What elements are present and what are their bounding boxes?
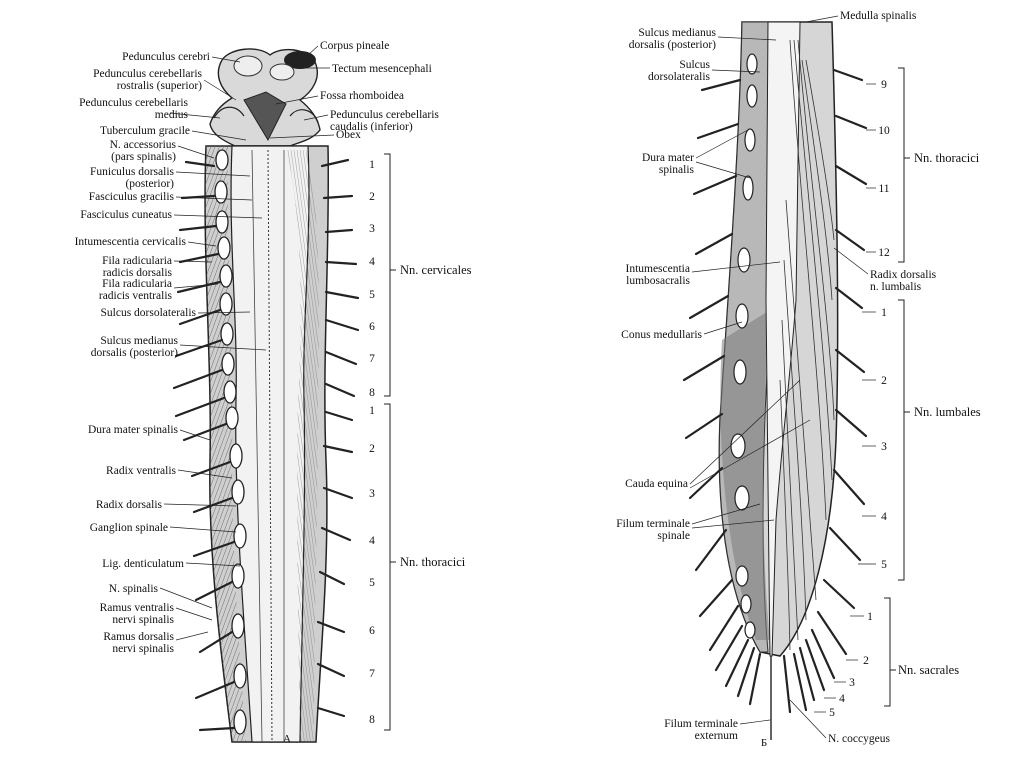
label-lig-denticulatum: Lig. denticulatum bbox=[102, 558, 184, 570]
label-sulcus-medianus-b-line2: dorsalis (posterior) bbox=[629, 39, 716, 51]
segment-braces bbox=[384, 67, 910, 731]
group-nn-thoracici-b: Nn. thoracici bbox=[914, 151, 980, 165]
label-n-coccygeus: N. coccygeus bbox=[828, 733, 890, 745]
label-funiculus-dorsalis-line2: (posterior) bbox=[125, 178, 174, 190]
label-sulcus-dorsolateralis-b-line2: dorsolateralis bbox=[648, 71, 710, 83]
label-fila-radicularia-dorsalis-line2: radicis dorsalis bbox=[103, 267, 173, 279]
label-dura-mater-b-line2: spinalis bbox=[659, 164, 695, 176]
cervical-number-4: 4 bbox=[369, 256, 375, 268]
label-fila-radicularia-dorsalis: Fila radicularia bbox=[102, 255, 172, 267]
label-tuberculum-gracile: Tuberculum gracile bbox=[100, 125, 190, 137]
label-sulcus-medianus-a: Sulcus medianus bbox=[100, 335, 178, 347]
label-sulcus-medianus-a-line2: dorsalis (posterior) bbox=[91, 347, 178, 359]
label-conus-medullaris: Conus medullaris bbox=[621, 329, 702, 341]
label-ramus-dorsalis: Ramus dorsalis bbox=[103, 631, 174, 643]
label-dura-mater-b: Dura mater bbox=[642, 152, 694, 164]
thoracic-number-7: 7 bbox=[369, 668, 375, 680]
label-fossa-rhomboidea: Fossa rhomboidea bbox=[320, 90, 404, 102]
cervical-number-5: 5 bbox=[369, 289, 375, 301]
panel-a-illustration bbox=[172, 48, 360, 743]
label-radix-dorsalis-lumbalis: Radix dorsalis bbox=[870, 269, 937, 281]
label-sulcus-medianus-b: Sulcus medianus bbox=[638, 27, 716, 39]
label-funiculus-dorsalis: Funiculus dorsalis bbox=[90, 166, 175, 178]
lumbar-number-5: 5 bbox=[881, 559, 887, 571]
label-tectum-mesencephali: Tectum mesencephali bbox=[332, 63, 432, 75]
label-pedunculus-cerebellaris-medius: Pedunculus cerebellaris bbox=[79, 97, 188, 109]
label-pedunculus-cerebri: Pedunculus cerebri bbox=[122, 51, 210, 63]
thoracic-number-4: 4 bbox=[369, 535, 375, 547]
thoracic-number-3: 3 bbox=[369, 488, 375, 500]
cervical-number-1: 1 bbox=[369, 159, 375, 171]
b-thoracic-number-11: 11 bbox=[878, 183, 889, 195]
cervical-number-7: 7 bbox=[369, 353, 375, 365]
cervical-number-6: 6 bbox=[369, 321, 375, 333]
panel-b-illustration bbox=[682, 21, 868, 740]
label-intumescentia-lumbosacralis: Intumescentia bbox=[625, 263, 690, 275]
label-ramus-ventralis-line2: nervi spinalis bbox=[112, 614, 174, 626]
panel-letter-b: Б bbox=[761, 737, 767, 749]
label-filum-terminale-externum: Filum terminale bbox=[664, 718, 738, 730]
group-nn-thoracici-a: Nn. thoracici bbox=[400, 555, 466, 569]
label-filum-terminale-externum-line2: externum bbox=[695, 730, 738, 742]
label-fila-radicularia-ventralis: Fila radicularia bbox=[102, 278, 172, 290]
label-radix-dorsalis-lumbalis-line2: n. lumbalis bbox=[870, 281, 922, 293]
label-pedunculus-cerebellaris-rostralis-line2: rostralis (superior) bbox=[117, 80, 202, 92]
cervical-number-2: 2 bbox=[369, 191, 375, 203]
cervical-number-3: 3 bbox=[369, 223, 375, 235]
thoracic-number-5: 5 bbox=[369, 577, 375, 589]
label-pedunculus-cerebellaris-caudalis: Pedunculus cerebellaris bbox=[330, 109, 439, 121]
label-fasciculus-cuneatus: Fasciculus cuneatus bbox=[80, 209, 172, 221]
label-obex: Obex bbox=[336, 129, 361, 141]
label-filum-terminale-spinale: Filum terminale bbox=[616, 518, 690, 530]
label-n-accessorius: N. accessorius bbox=[110, 139, 177, 151]
lumbar-number-1: 1 bbox=[881, 307, 887, 319]
label-filum-terminale-spinale-line2: spinale bbox=[657, 530, 690, 542]
thoracic-number-6: 6 bbox=[369, 625, 375, 637]
sacral-number-2: 2 bbox=[863, 655, 869, 667]
sacral-number-5: 5 bbox=[829, 707, 835, 719]
label-n-spinalis: N. spinalis bbox=[109, 583, 159, 595]
label-ramus-ventralis: Ramus ventralis bbox=[100, 602, 175, 614]
sacral-number-4: 4 bbox=[839, 693, 845, 705]
label-radix-ventralis: Radix ventralis bbox=[106, 465, 176, 477]
sacral-number-1: 1 bbox=[867, 611, 873, 623]
label-intumescentia-cervicalis: Intumescentia cervicalis bbox=[75, 236, 187, 248]
label-medulla-spinalis: Medulla spinalis bbox=[840, 10, 917, 22]
panel-b-leader-lines bbox=[689, 15, 869, 739]
label-pedunculus-cerebellaris-medius-line2: medius bbox=[155, 109, 189, 121]
label-pedunculus-cerebellaris-caudalis-line2: caudalis (inferior) bbox=[330, 121, 413, 133]
thoracic-number-1: 1 bbox=[369, 405, 375, 417]
label-fasciculus-gracilis: Fasciculus gracilis bbox=[89, 191, 175, 203]
group-nn-cervicales: Nn. cervicales bbox=[400, 263, 472, 277]
label-sulcus-dorsolateralis-a: Sulcus dorsolateralis bbox=[101, 307, 197, 319]
panel-a-leader-lines bbox=[159, 45, 335, 641]
cervical-number-8: 8 bbox=[369, 387, 375, 399]
label-fila-radicularia-ventralis-line2: radicis ventralis bbox=[99, 290, 173, 302]
panel-letter-a: A bbox=[283, 733, 291, 745]
lumbar-number-3: 3 bbox=[881, 441, 887, 453]
group-nn-sacrales: Nn. sacrales bbox=[898, 663, 959, 677]
label-ganglion-spinale: Ganglion spinale bbox=[90, 522, 168, 534]
lumbar-number-2: 2 bbox=[881, 375, 887, 387]
sacral-number-3: 3 bbox=[849, 677, 855, 689]
label-intumescentia-lumbosacralis-line2: lumbosacralis bbox=[626, 275, 690, 287]
label-dura-mater-a: Dura mater spinalis bbox=[88, 424, 179, 436]
b-thoracic-number-10: 10 bbox=[878, 125, 890, 137]
thoracic-number-2: 2 bbox=[369, 443, 375, 455]
group-nn-lumbales: Nn. lumbales bbox=[914, 405, 981, 419]
label-cauda-equina: Cauda equina bbox=[625, 478, 688, 490]
label-ramus-dorsalis-line2: nervi spinalis bbox=[112, 643, 174, 655]
label-radix-dorsalis: Radix dorsalis bbox=[96, 499, 163, 511]
label-sulcus-dorsolateralis-b: Sulcus bbox=[679, 59, 710, 71]
b-thoracic-number-9: 9 bbox=[881, 79, 887, 91]
label-pedunculus-cerebellaris-rostralis: Pedunculus cerebellaris bbox=[93, 68, 202, 80]
lumbar-number-4: 4 bbox=[881, 511, 887, 523]
b-thoracic-number-12: 12 bbox=[878, 247, 890, 259]
label-n-accessorius-line2: (pars spinalis) bbox=[111, 151, 176, 163]
label-corpus-pineale: Corpus pineale bbox=[320, 40, 389, 52]
thoracic-number-8: 8 bbox=[369, 714, 375, 726]
